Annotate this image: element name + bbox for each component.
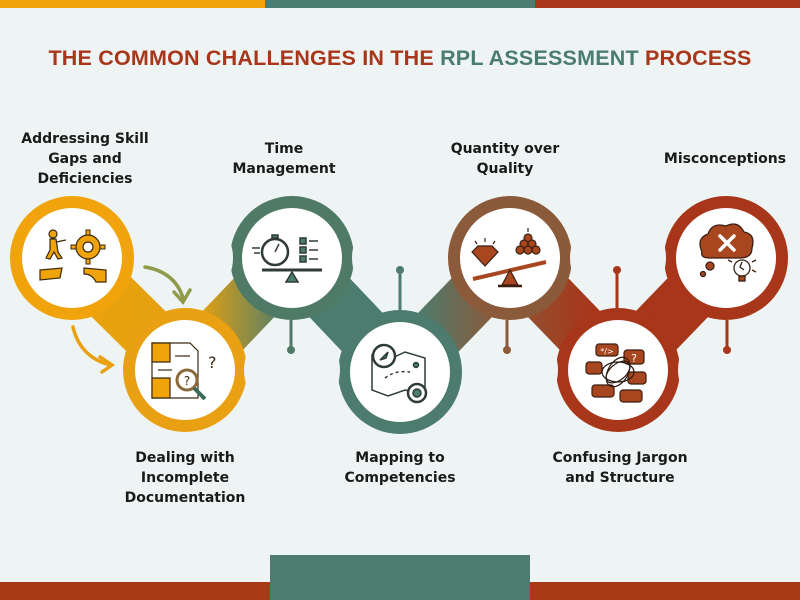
label-line: Mapping to	[355, 450, 445, 466]
step-label-mapping-competencies: Mapping to Competencies	[325, 448, 475, 488]
title-part-1: THE COMMON CHALLENGES IN THE	[48, 46, 441, 70]
label-line: Competencies	[344, 470, 456, 486]
cloud-x-broken-bulb-icon	[699, 223, 757, 282]
puzzle-document-magnifier-icon: ? ?	[151, 342, 217, 401]
label-line: Quantity over	[450, 141, 560, 157]
label-line: Incomplete	[140, 470, 230, 486]
step-label-incomplete-documentation: Dealing with Incomplete Documentation	[110, 448, 260, 508]
title-part-3: PROCESS	[638, 46, 752, 70]
label-line: Addressing Skill	[21, 131, 149, 147]
step-label-skill-gaps: Addressing Skill Gaps and Deficiencies	[10, 129, 160, 189]
top-bar-teal	[265, 0, 535, 8]
label-line: Confusing Jargon	[552, 450, 688, 466]
top-bar-orange	[0, 0, 265, 8]
step-label-quantity-over-quality: Quantity over Quality	[430, 139, 580, 179]
label-line: and Structure	[565, 470, 675, 486]
label-line: Dealing with	[135, 450, 235, 466]
person-gear-bridge-icon	[39, 229, 107, 283]
tangled-speech-bubbles-icon: */> ?	[585, 343, 647, 403]
svg-text:?: ?	[208, 353, 217, 372]
compass-map-icon	[371, 343, 428, 404]
label-line: Management	[232, 161, 336, 177]
top-color-bar	[0, 0, 800, 8]
svg-text:?: ?	[631, 352, 637, 365]
title-highlight: RPL ASSESSMENT	[440, 46, 639, 70]
curved-arrow-icon	[71, 265, 192, 374]
stopwatch-checklist-scale-icon	[252, 234, 322, 283]
label-line: Documentation	[124, 490, 246, 506]
top-bar-rust	[535, 0, 800, 8]
step-label-confusing-jargon: Confusing Jargon and Structure	[535, 448, 705, 488]
label-line: Time	[264, 141, 304, 157]
svg-text:?: ?	[184, 374, 190, 388]
label-line: Deficiencies	[37, 171, 133, 187]
svg-text:*/>: */>	[600, 347, 613, 356]
page-title: THE COMMON CHALLENGES IN THE RPL ASSESSM…	[0, 46, 800, 71]
step-label-misconceptions: Misconceptions	[650, 149, 800, 169]
step-label-time-management: Time Management	[214, 139, 354, 179]
bottom-teal-block	[270, 555, 530, 600]
label-line: Quality	[476, 161, 534, 177]
pin-connectors	[287, 266, 731, 354]
label-line: Gaps and	[48, 151, 122, 167]
label-line: Misconceptions	[663, 151, 787, 167]
diamond-gold-seesaw-icon	[471, 228, 547, 288]
